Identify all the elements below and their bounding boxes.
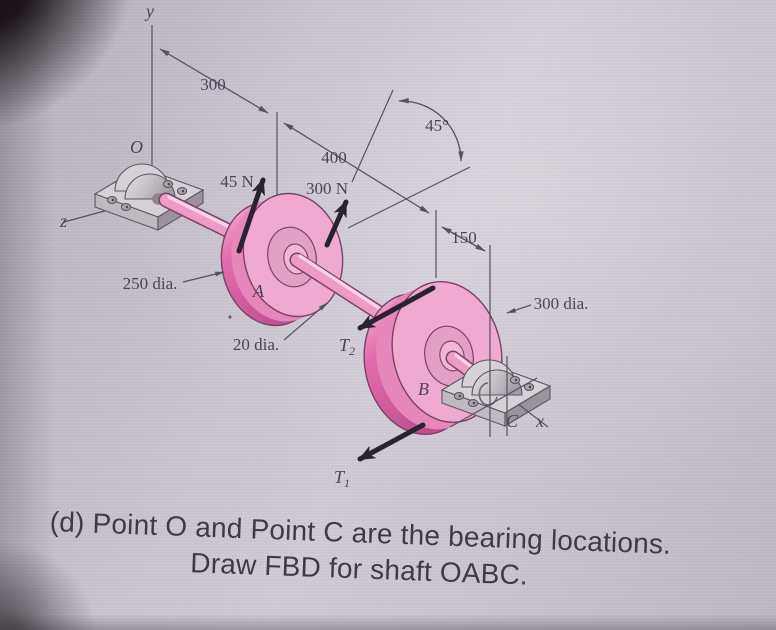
force-45n-label: 45 N [220,172,254,191]
angle-reference-line-1 [351,89,394,183]
force-300n-label: 300 N [306,179,348,198]
pulley-b-diameter-label: 300 dia. [534,294,589,313]
point-b-label: B [418,379,429,399]
point-c-label: C [506,411,519,431]
angle-reference-line-2 [347,166,471,229]
point-a-label: A [252,281,265,301]
dimension-400-label: 400 [321,148,347,167]
tension-t1-label: T1 [334,467,350,490]
z-axis-label: z [59,211,67,231]
y-axis-label: y [144,1,154,21]
page-speck [228,315,232,319]
pulley-a [220,192,344,327]
tension-t2-label: T2 [339,335,355,358]
tension-t1-arrow [357,422,426,462]
point-o-label: O [130,137,143,157]
dimension-150-label: 150 [451,228,477,247]
pulley-a-diameter-label: 250 dia. [123,274,178,293]
leader-300-dia [506,304,532,314]
shaft-diameter-label: 20 dia. [233,335,279,354]
bearing-o [93,163,205,231]
dimension-300-label: 300 [200,75,226,94]
leader-250-dia [182,271,225,283]
angle-45-label: 45° [425,116,449,135]
x-axis-label: x [535,411,544,431]
